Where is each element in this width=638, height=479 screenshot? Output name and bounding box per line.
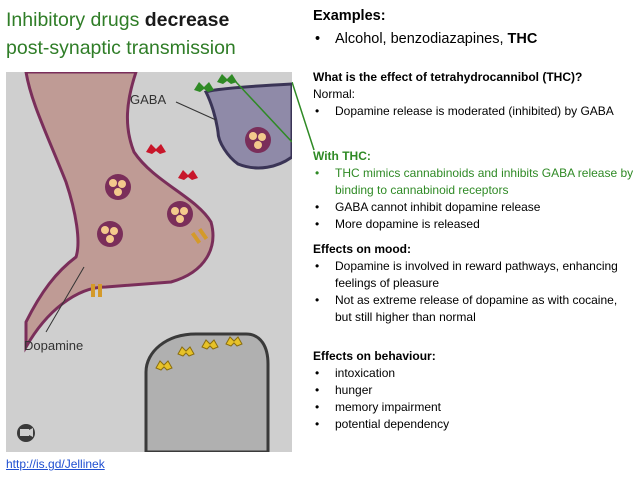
cannabinoid-receptors xyxy=(194,74,237,92)
gaba-vesicle xyxy=(245,127,271,153)
synapse-illustration: GABA Dopamine xyxy=(6,72,292,452)
list-item: potential dependency xyxy=(313,416,635,433)
mood-heading: Effects on mood: xyxy=(313,242,411,256)
dopamine-vesicles xyxy=(97,174,193,247)
pointer-line-extension xyxy=(292,82,315,151)
mood-section: Effects on mood: Dopamine is involved in… xyxy=(313,241,635,326)
list-item: THC mimics cannabinoids and inhibits GAB… xyxy=(313,165,635,199)
list-item: More dopamine is released xyxy=(313,216,635,233)
postsynaptic-neuron xyxy=(144,332,270,452)
behaviour-section: Effects on behaviour: intoxication hunge… xyxy=(313,348,635,433)
list-item: intoxication xyxy=(313,365,635,382)
pointer-line xyxy=(235,81,292,143)
thc-effect-heading: What is the effect of tetrahydrocannibol… xyxy=(313,70,583,84)
list-item: Dopamine is involved in reward pathways,… xyxy=(313,258,635,292)
dopamine-channels xyxy=(91,227,209,297)
with-thc-continued: GABA cannot inhibit dopamine release Mor… xyxy=(313,199,635,233)
normal-label: Normal: xyxy=(313,87,356,101)
gaba-label: GABA xyxy=(130,92,166,107)
list-item: memory impairment xyxy=(313,399,635,416)
examples-section: Examples: Alcohol, benzodiazapines, THC xyxy=(313,6,635,49)
video-camera-icon[interactable] xyxy=(17,424,35,442)
list-item: GABA cannot inhibit dopamine release xyxy=(313,199,635,216)
behaviour-heading: Effects on behaviour: xyxy=(313,349,436,363)
list-item: hunger xyxy=(313,382,635,399)
title-emphasis: decrease xyxy=(144,9,230,31)
source-link[interactable]: http://is.gd/Jellinek xyxy=(6,457,105,471)
examples-heading: Examples: xyxy=(313,8,386,24)
with-thc-label: With THC: xyxy=(313,149,371,163)
gaba-receptors xyxy=(146,144,198,180)
dopamine-label: Dopamine xyxy=(24,338,83,353)
dopamine-neuron xyxy=(24,72,215,353)
dopamine-receptors xyxy=(155,336,243,371)
slide-title: Inhibitory drugs decrease post-synaptic … xyxy=(6,9,236,59)
with-thc-section: With THC: THC mimics cannabinoids and in… xyxy=(313,148,635,199)
list-item: Dopamine release is moderated (inhibited… xyxy=(313,103,635,120)
thc-effect-section: What is the effect of tetrahydrocannibol… xyxy=(313,69,635,120)
examples-item: Alcohol, benzodiazapines, THC xyxy=(313,29,635,49)
list-item: Not as extreme release of dopamine as wi… xyxy=(313,292,635,326)
